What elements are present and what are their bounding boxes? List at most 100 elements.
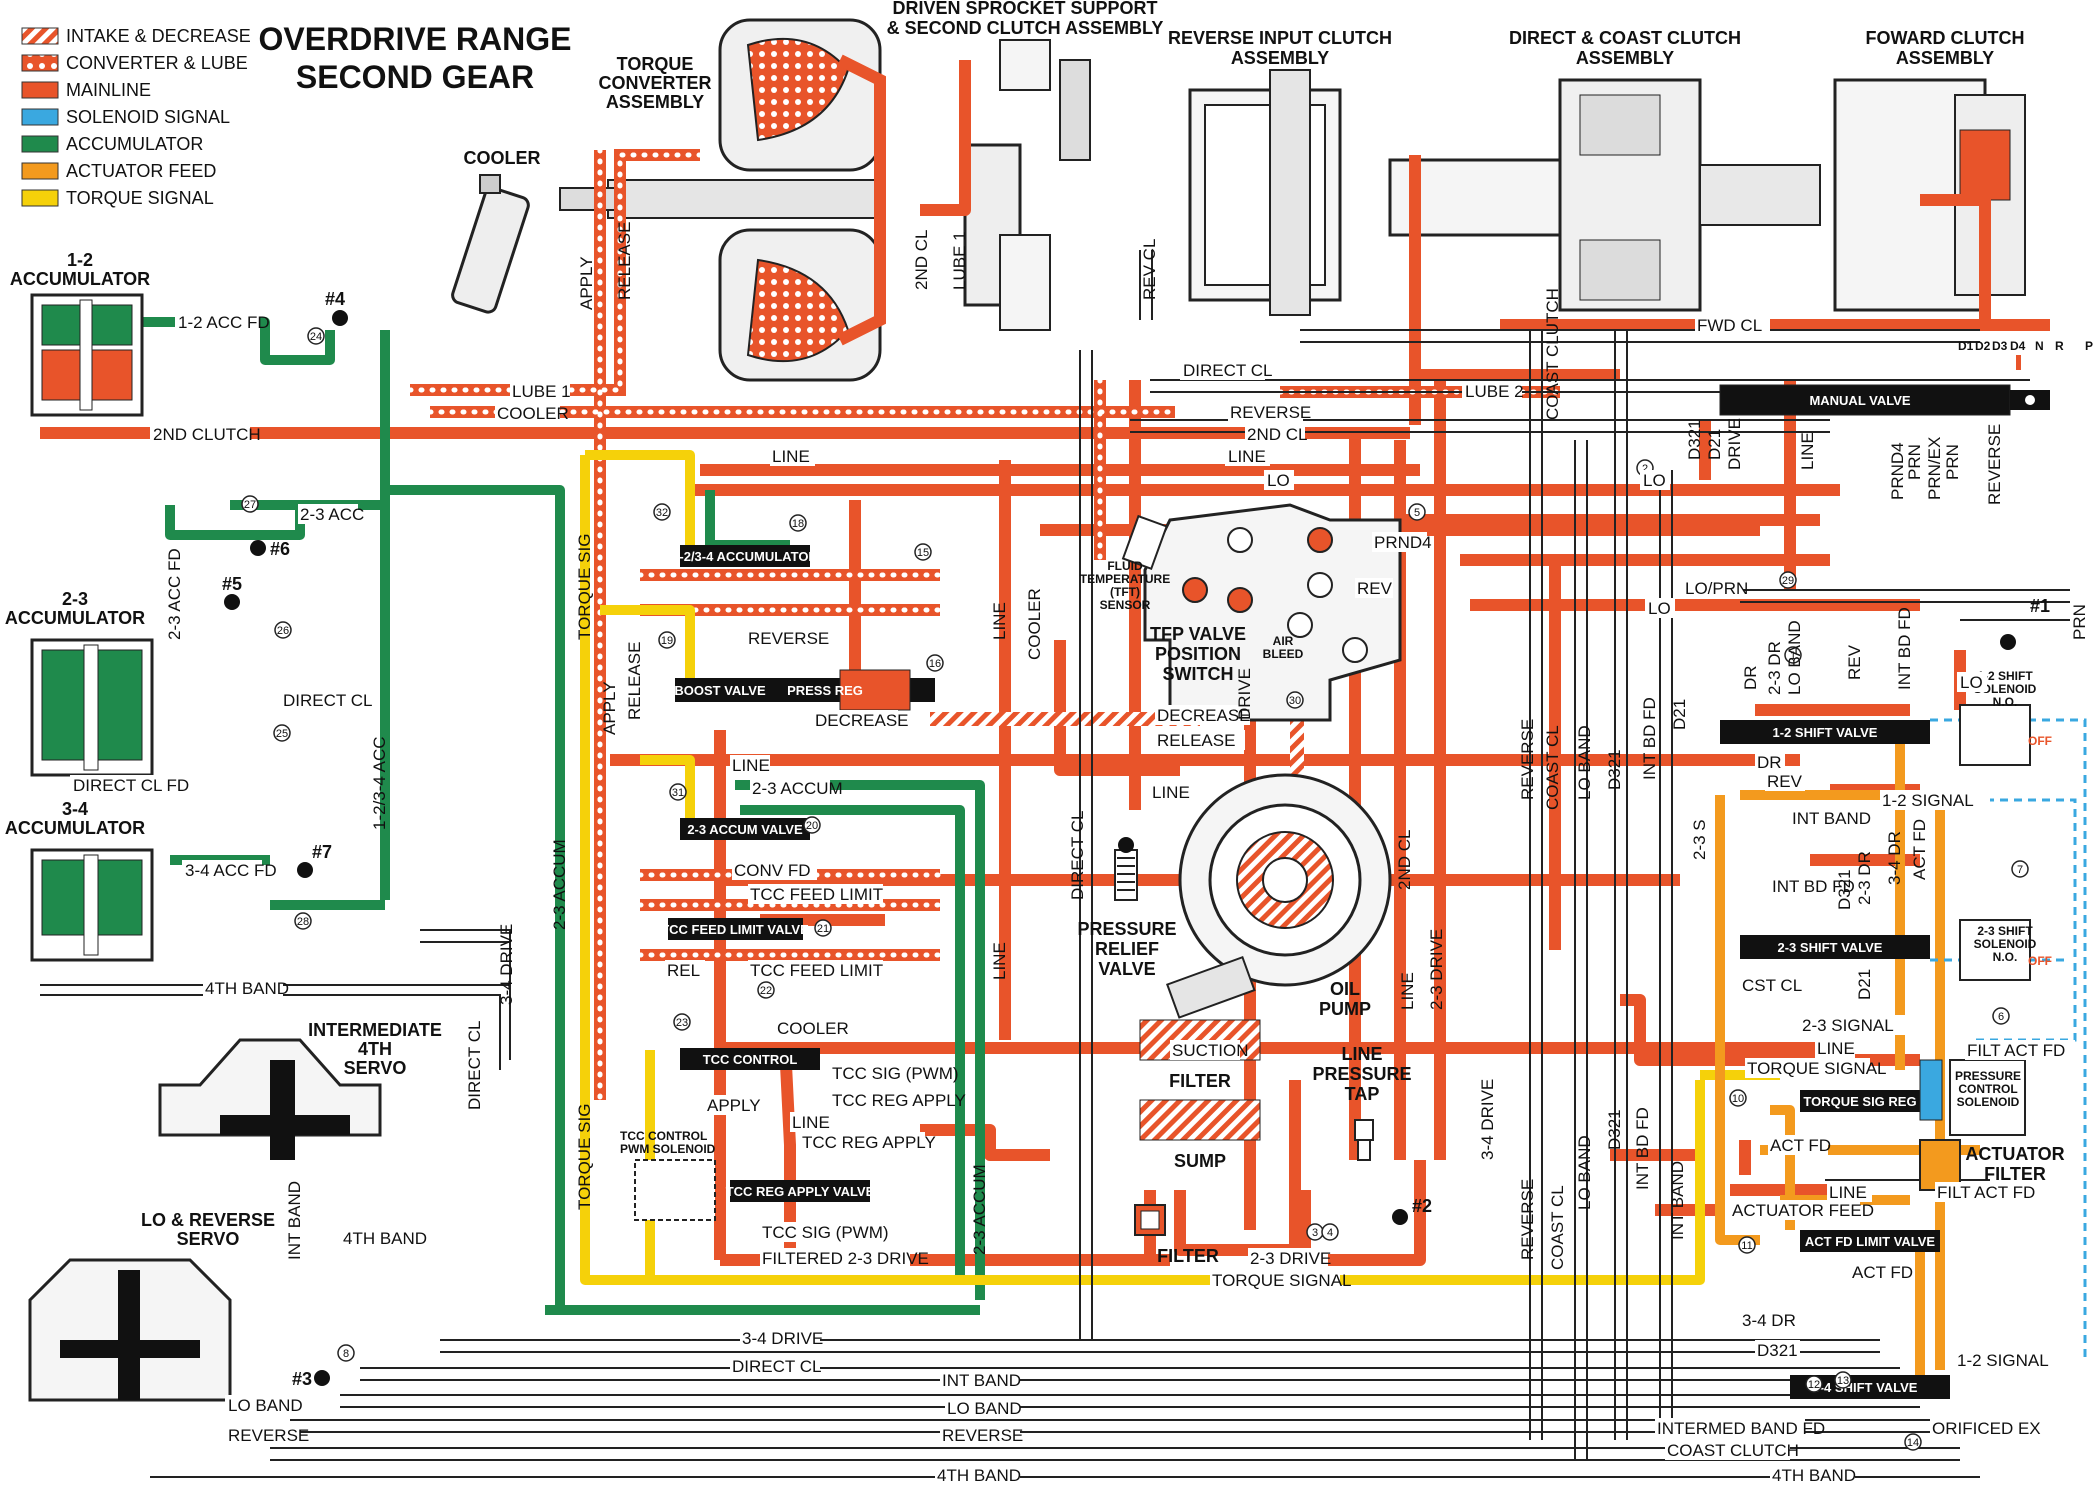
label-dr: DR — [1741, 665, 1760, 690]
label-lo-prn: LO/PRN — [1685, 579, 1748, 598]
torque-converter-assembly — [559, 18, 886, 382]
pos-d1: D1 — [1958, 339, 1974, 353]
act-fd-limit-valve[interactable]: ACT FD LIMIT VALVE — [1800, 1230, 1940, 1252]
pos-d2: D2 — [1975, 339, 1991, 353]
act-fd-limit-label: ACT FD LIMIT VALVE — [1805, 1234, 1936, 1249]
label-torque-signal-bottom: TORQUE SIGNAL — [1212, 1271, 1352, 1290]
manual-valve[interactable]: MANUAL VALVE — [1719, 384, 2050, 416]
legend-swatch-converter — [21, 54, 59, 72]
label-int-bd-fd-r2: INT BD FD — [1772, 877, 1855, 896]
label-torque-signal-right: TORQUE SIGNAL — [1747, 1059, 1887, 1078]
label-line-vb: LINE — [732, 756, 770, 775]
label-rev-right: REV — [1845, 644, 1864, 680]
label-direct-cl-left: DIRECT CL — [283, 691, 372, 710]
label-cst-cl: CST CL — [1742, 976, 1802, 995]
label-direct-cl-fd: DIRECT CL FD — [73, 776, 189, 795]
label-2nd-cl-top-v: 2ND CL — [912, 230, 931, 290]
accumulator-1234-valve[interactable]: 1-2/3-4 ACCUMULATOR — [672, 545, 818, 567]
label-signal12-bottom: 1-2 SIGNAL — [1957, 1351, 2049, 1370]
torque-sig-reg-valve[interactable]: TORQUE SIG REG — [1800, 1059, 1943, 1121]
label-rev-cl: REV CL — [1140, 239, 1159, 300]
label-release-v: RELEASE — [625, 642, 644, 720]
svg-text:27: 27 — [244, 499, 256, 511]
svg-text:32: 32 — [656, 507, 668, 519]
label-intermed-band-fd: INTERMED BAND FD — [1657, 1419, 1825, 1438]
label-prn-right-2: PRN — [1943, 444, 1962, 480]
svg-text:30: 30 — [1289, 695, 1301, 707]
label-drive34-v: 3-4 DRIVE — [1478, 1079, 1497, 1160]
shift-valve-2-3-label: 2-3 SHIFT VALVE — [1778, 940, 1883, 955]
checkball-6: #6 — [270, 539, 290, 559]
pos-d4: D4 — [2010, 339, 2026, 353]
svg-text:6: 6 — [1998, 1011, 2004, 1023]
label-d321-v: D321 — [1605, 749, 1624, 790]
orifice-markers — [241, 327, 2029, 1451]
legend-label-intake: INTAKE & DECREASE — [66, 26, 251, 46]
label-line-mid: LINE — [1152, 783, 1190, 802]
label-d21-right-2: D21 — [1855, 969, 1874, 1000]
label-4th-band-bottom: 4TH BAND — [937, 1466, 1021, 1485]
label-coast-clutch-v: COAST CLUTCH — [1543, 288, 1562, 420]
shift-valve-2-3[interactable]: 2-3 SHIFT VALVE — [1740, 935, 1930, 959]
label-int-band-bottom: INT BAND — [942, 1371, 1021, 1390]
label-apply-vb: APPLY — [707, 1096, 761, 1115]
svg-text:16: 16 — [929, 658, 941, 670]
legend-swatch-mainline — [21, 81, 59, 99]
label-accum23-vb: 2-3 ACCUM — [752, 779, 843, 798]
label-accum23-v2: 2-3 ACCUM — [970, 1164, 989, 1255]
direct-coast-clutch-assembly — [1388, 78, 1821, 312]
svg-text:15: 15 — [917, 547, 929, 559]
label-dr34: 3-4 DR — [1885, 831, 1904, 885]
tcc-reg-apply-valve[interactable]: TCC REG APPLY VALVE — [726, 1180, 875, 1202]
svg-text:19: 19 — [661, 635, 673, 647]
accumulator-1234-valve-label: 1-2/3-4 ACCUMULATOR — [672, 549, 818, 564]
svg-text:4: 4 — [1327, 1227, 1333, 1239]
svg-text:28: 28 — [297, 916, 309, 928]
label-line-top-r: LINE — [1228, 447, 1266, 466]
exhaust-passages — [40, 250, 2070, 1478]
title-line-2: SECOND GEAR — [296, 59, 534, 95]
label-act-fd-right-2: ACT FD — [1852, 1263, 1913, 1282]
label-drive34-left: 3-4 DRIVE — [497, 924, 516, 1005]
label-reverse-mid-v: REVERSE — [1518, 719, 1537, 800]
label-reverse-right: REVERSE — [1985, 424, 2004, 505]
svg-text:26: 26 — [277, 625, 289, 637]
label-drive23-v: 2-3 DRIVE — [1427, 929, 1446, 1010]
legend-swatch-accumulator — [21, 135, 59, 153]
svg-text:21: 21 — [817, 923, 829, 935]
checkballs: #4 #5 #6 #7 #3 #2 #1 — [222, 289, 2050, 1389]
accumulator-3-4 — [30, 848, 154, 962]
label-coast-cl-low-v: COAST CL — [1548, 1185, 1567, 1270]
label-accum23-left: 2-3 ACCUM — [550, 839, 569, 930]
tcc-pwm-solenoid — [634, 1159, 716, 1221]
legend-label-mainline: MAINLINE — [66, 80, 151, 100]
label-drive-right: DRIVE — [1725, 418, 1744, 470]
svg-text:31: 31 — [672, 787, 684, 799]
label-prn-far: PRN — [2070, 604, 2089, 640]
shift-solenoid-2-3 — [1959, 919, 2031, 981]
oil-pump — [1166, 773, 1392, 1019]
tcc-control-valve-label: TCC CONTROL — [703, 1052, 798, 1067]
shift-valve-3-4-label: 3-4 SHIFT VALVE — [1813, 1380, 1918, 1395]
tcc-control-valve[interactable]: TCC CONTROL — [680, 1048, 820, 1070]
tcc-feed-limit-valve[interactable]: TCC FEED LIMIT VALVE — [661, 918, 809, 940]
label-dr23: 2-3 DR — [1765, 641, 1784, 695]
intermediate-4th-servo — [158, 1038, 382, 1160]
label-int-bd-fd-v: INT BD FD — [1640, 697, 1659, 780]
svg-text:14: 14 — [1907, 1437, 1919, 1449]
svg-text:2: 2 — [1642, 463, 1648, 475]
accum-2-3-valve[interactable]: 2-3 ACCUM VALVE — [680, 818, 810, 840]
shift-valve-1-2[interactable]: 1-2 SHIFT VALVE — [1720, 720, 1930, 744]
boost-press-reg-valve[interactable]: BOOST VALVE PRESS REG — [674, 669, 935, 711]
label-reverse-top: REVERSE — [1230, 403, 1311, 422]
label-prn-ex: PRN/EX — [1925, 437, 1944, 500]
